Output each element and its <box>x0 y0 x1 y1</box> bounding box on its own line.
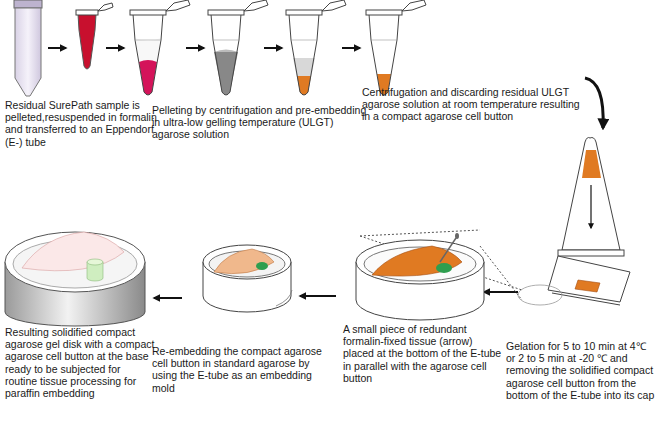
step-caption: Gelation for 5 to 10 min at 4℃ or 2 to 5… <box>506 340 656 401</box>
step-caption: Re-embedding the compact agarose cell bu… <box>152 345 330 394</box>
cap-dish-tissue <box>356 233 484 320</box>
e-tube-centrifuged <box>286 0 346 95</box>
cap-dish-embedding <box>203 245 292 312</box>
inverted-e-tube <box>548 138 630 306</box>
step-caption: Residual SurePath sample is pelleted,res… <box>5 99 170 148</box>
step-caption: A small piece of redundant formalin-fixe… <box>343 323 503 384</box>
step-caption: Resulting solidified compact agarose gel… <box>5 326 155 399</box>
sample-tube <box>76 3 113 69</box>
flow-arrow <box>585 78 603 128</box>
conical-tube <box>14 0 42 96</box>
step-caption: Centrifugation and discarding residual U… <box>362 86 580 123</box>
step-caption: Pelleting by centrifugation and pre-embe… <box>152 104 367 141</box>
e-tube-agarose <box>208 0 268 95</box>
e-tube-pellet <box>130 0 190 95</box>
agarose-gel-disk <box>5 232 145 326</box>
e-tube-cell-button <box>366 0 426 95</box>
